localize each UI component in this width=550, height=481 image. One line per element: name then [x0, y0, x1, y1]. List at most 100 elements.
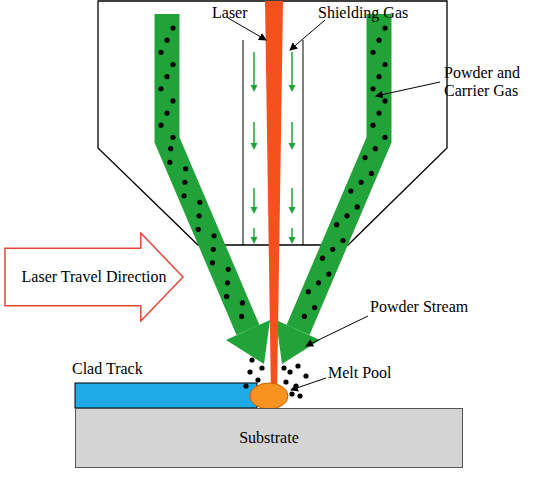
direction-arrow: Laser Travel Direction — [4, 232, 184, 322]
powder-particle — [210, 260, 215, 265]
powder-particle — [240, 300, 245, 305]
leader-line — [290, 20, 325, 50]
stream-label: Powder Stream — [370, 298, 468, 316]
powder-particle — [224, 294, 229, 299]
powder-particle — [182, 180, 187, 185]
powder-particle — [164, 38, 169, 43]
leader-line — [291, 378, 326, 390]
gas-arrow — [253, 188, 255, 208]
powder-particle — [373, 146, 378, 151]
powder-particle — [382, 98, 387, 103]
powder-particle — [287, 369, 292, 374]
gas-arrow — [253, 122, 255, 144]
powder-particle — [259, 365, 264, 370]
leader-line — [228, 18, 266, 40]
powder-particle — [370, 123, 375, 128]
powder-particle — [297, 393, 302, 398]
powder-particle — [306, 289, 311, 294]
gas-arrow — [291, 122, 293, 144]
pool-label: Melt Pool — [328, 364, 392, 382]
powder-particle — [211, 233, 216, 238]
powder-channel — [298, 14, 379, 330]
powder-particle — [170, 135, 175, 140]
powder-particle — [302, 314, 307, 319]
powder-particle — [183, 166, 188, 171]
gas-arrowhead — [289, 143, 296, 150]
gas-arrowhead — [251, 85, 258, 92]
powder-particle — [211, 247, 216, 252]
arrow-outline — [5, 233, 183, 321]
powder-particle — [326, 271, 331, 276]
powder-particle — [370, 50, 375, 55]
gas-arrow — [291, 188, 293, 208]
powder-particle — [170, 62, 175, 67]
powder-particle — [376, 38, 381, 43]
powder-particle — [283, 379, 288, 384]
powder-particle — [334, 222, 339, 227]
leader-line — [306, 316, 368, 346]
beam-label: Laser — [212, 4, 248, 22]
powder-particle — [164, 110, 169, 115]
powder-particle — [312, 305, 317, 310]
powder-particle — [239, 314, 244, 319]
gas-arrow — [253, 52, 255, 86]
laser-beam — [265, 1, 283, 398]
powder-particle — [362, 155, 367, 160]
powder-particle — [170, 25, 175, 30]
powder-particle — [158, 50, 163, 55]
gas-arrow — [291, 228, 293, 238]
substrate-block: Substrate — [75, 408, 463, 468]
powder-particle — [255, 377, 260, 382]
gas-arrow — [253, 228, 255, 238]
powder-particle — [181, 193, 186, 198]
powder-particle — [348, 188, 353, 193]
gas-arrowhead — [251, 143, 258, 150]
melt-pool — [250, 383, 288, 409]
gas-arrowhead — [251, 207, 258, 214]
powder-particle — [196, 213, 201, 218]
powder-particle — [370, 86, 375, 91]
gas-arrowhead — [251, 237, 258, 244]
powder-particle — [281, 365, 286, 370]
channel-wall — [303, 40, 304, 245]
powder-channel — [167, 14, 248, 330]
powder-particle — [382, 135, 387, 140]
powder-particle — [316, 280, 321, 285]
powder-particle — [249, 357, 254, 362]
powder-particle — [168, 146, 173, 151]
leader-line — [376, 82, 440, 96]
powder-particle — [243, 383, 248, 388]
powder-particle — [247, 369, 252, 374]
powder-particle — [167, 160, 172, 165]
gas-arrowhead — [289, 237, 296, 244]
powder-particle — [382, 62, 387, 67]
gas-arrow — [291, 52, 293, 86]
powder-particle — [344, 213, 349, 218]
gas-arrowhead — [289, 207, 296, 214]
powder-particle — [330, 247, 335, 252]
gas-arrowhead — [289, 85, 296, 92]
node-text: Substrate — [239, 429, 299, 447]
powder-particle — [289, 391, 294, 396]
powder-particle — [164, 74, 169, 79]
powder-particle — [340, 238, 345, 243]
powder-particle — [158, 123, 163, 128]
powder-arrowhead — [226, 320, 270, 364]
clad-track — [75, 383, 257, 408]
powder-particle — [382, 25, 387, 30]
node-text: Laser Travel Direction — [22, 268, 167, 286]
gas-label: Shielding Gas — [318, 4, 408, 22]
powder-particle — [303, 373, 308, 378]
powder-label: Powder and Carrier Gas — [444, 64, 536, 101]
powder-particle — [197, 200, 202, 205]
powder-particle — [226, 267, 231, 272]
powder-particle — [196, 227, 201, 232]
powder-particle — [158, 86, 163, 91]
powder-particle — [369, 171, 374, 176]
track-label: Clad Track — [72, 360, 143, 378]
powder-particle — [376, 110, 381, 115]
powder-particle — [359, 180, 364, 185]
powder-particle — [355, 204, 360, 209]
powder-particle — [295, 363, 300, 368]
powder-particle — [225, 280, 230, 285]
